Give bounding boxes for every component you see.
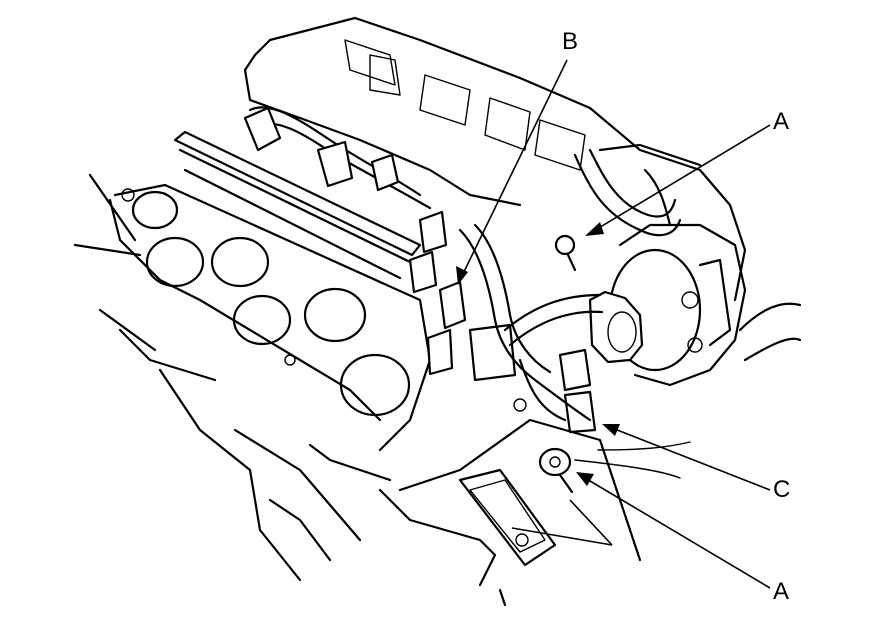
lower-bracket: [308, 418, 642, 607]
leader-lines: [459, 59, 771, 589]
leader-arrows: [456, 222, 620, 486]
motion-arcs: [574, 441, 691, 479]
wire-harness: [458, 223, 604, 422]
hose: [573, 148, 682, 237]
manifold-flange: [108, 130, 432, 452]
bolt-upper: [554, 234, 577, 272]
throttle-body: [608, 168, 802, 387]
callout-label-a-lower: A: [773, 578, 790, 605]
bolt-lower: [538, 447, 574, 494]
fuel-rail-harness: [243, 106, 448, 294]
callout-label-a-upper: A: [773, 108, 790, 135]
engine-block: [73, 173, 362, 582]
callout-label-b: B: [562, 28, 579, 55]
sensor-connectors: [426, 280, 644, 434]
intake-manifold: [243, 16, 747, 302]
callout-label-c: C: [773, 476, 791, 503]
